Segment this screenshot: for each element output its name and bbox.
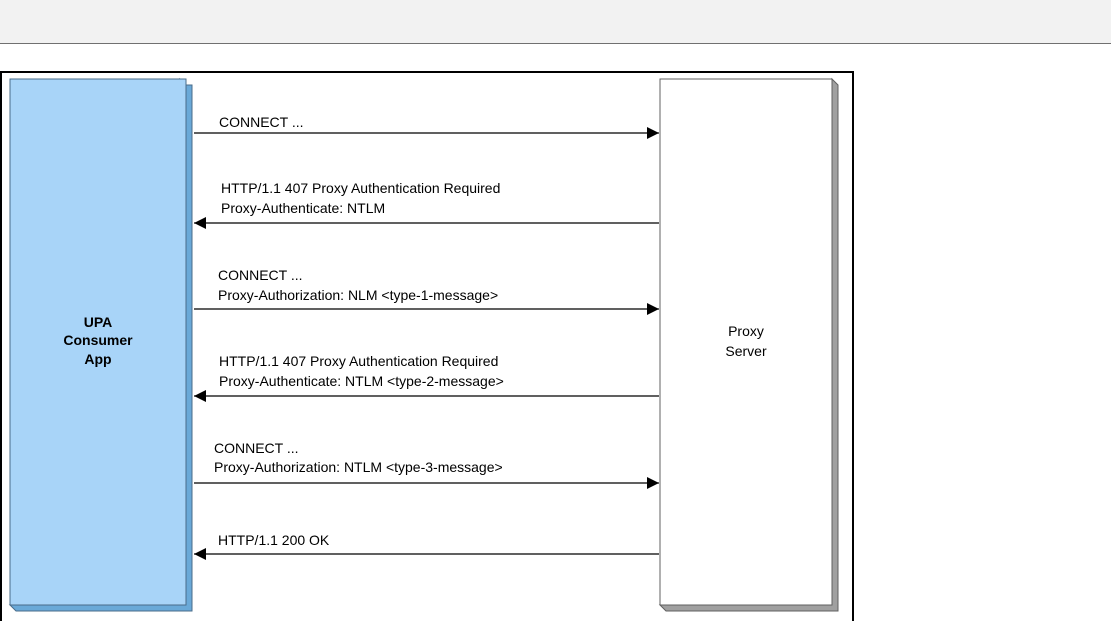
consumer-label-line-2: Consumer [63,332,133,348]
message-2: HTTP/1.1 407 Proxy Authentication Requir… [194,180,659,229]
message-5-line-1: CONNECT ... [214,440,299,456]
message-4-line-1: HTTP/1.1 407 Proxy Authentication Requir… [219,353,498,369]
consumer-label-line-3: App [84,351,111,367]
message-5-line-2: Proxy-Authorization: NTLM <type-3-messag… [214,459,503,475]
top-toolbar [0,0,1111,44]
consumer-label-line-1: UPA [84,314,113,330]
message-1: CONNECT ... [194,114,659,139]
message-2-line-2: Proxy-Authenticate: NTLM [221,200,385,216]
proxy-server-box: Proxy Server [658,77,839,612]
message-4-line-2: Proxy-Authenticate: NTLM <type-2-message… [219,373,504,389]
proxy-box-face [659,78,833,606]
message-3-line-2: Proxy-Authorization: NLM <type-1-message… [218,287,498,303]
message-3-line-1: CONNECT ... [218,267,303,283]
message-3: CONNECT ... Proxy-Authorization: NLM <ty… [194,267,659,315]
message-1-line-1: CONNECT ... [219,114,304,130]
message-5: CONNECT ... Proxy-Authorization: NTLM <t… [194,440,659,489]
message-6: HTTP/1.1 200 OK [194,532,659,560]
proxy-label-line-2: Server [725,343,767,359]
message-6-line-1: HTTP/1.1 200 OK [218,532,330,548]
message-4: HTTP/1.1 407 Proxy Authentication Requir… [194,353,659,402]
consumer-app-box: UPA Consumer App [8,77,193,612]
message-2-line-1: HTTP/1.1 407 Proxy Authentication Requir… [221,180,500,196]
proxy-label-line-1: Proxy [728,323,764,339]
consumer-box-face [9,78,187,606]
